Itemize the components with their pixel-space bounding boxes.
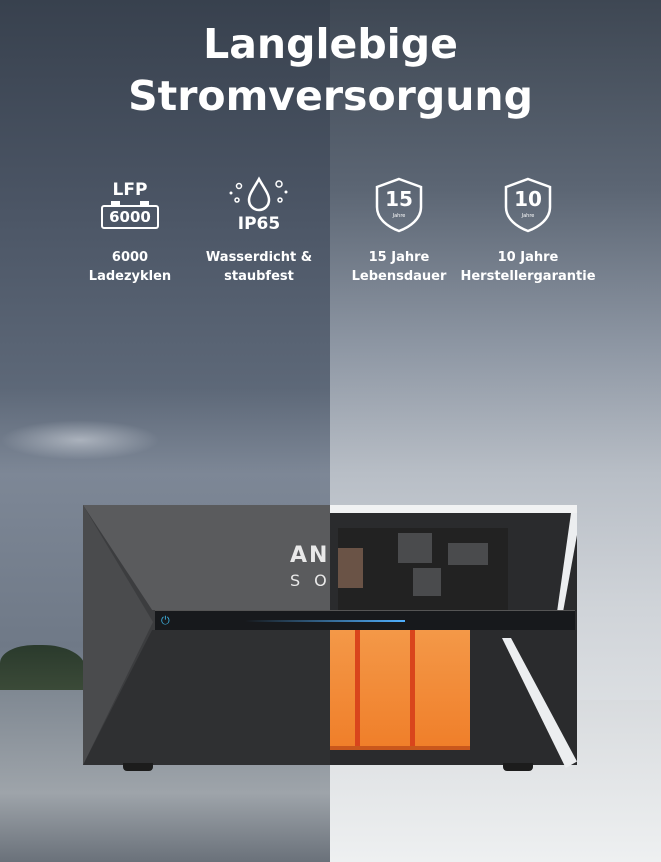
device-exterior: ANK SO	[83, 505, 330, 765]
brand-sublogo: SO	[290, 571, 327, 590]
battery-storage-device: ANK SO ⏻	[83, 505, 577, 771]
feature-line2: Lebensdauer	[351, 269, 447, 284]
shield-number: 10	[514, 187, 542, 211]
battery-icon-label: LFP	[112, 180, 148, 200]
trees	[0, 645, 85, 690]
feature-line1: Wasserdicht &	[205, 250, 313, 265]
feature-ip65: IP65 Wasserdicht & staubfest	[184, 170, 334, 286]
shield-sub: Jahre	[392, 213, 406, 219]
power-icon: ⏻	[161, 614, 170, 627]
status-light-bar: ⏻	[155, 610, 575, 630]
ip-rating: IP65	[237, 214, 281, 234]
battery-icon: LFP 6000	[55, 170, 205, 240]
water-drop-icon: IP65	[184, 170, 334, 240]
shield-icon: 15 Jahre	[374, 177, 424, 233]
feature-line2: staubfest	[224, 269, 294, 284]
headline-line2: Stromversorgung	[128, 72, 533, 120]
feature-line1: 10 Jahre	[497, 250, 559, 265]
lightning-cloud	[0, 420, 160, 460]
headline-line1: Langlebige	[203, 20, 458, 68]
brand-logo: ANK	[290, 543, 330, 568]
feature-line2: Herstellergarantie	[460, 269, 596, 284]
circuit-board	[338, 528, 508, 613]
battery-icon-value: 6000	[101, 201, 159, 229]
shield-sub: Jahre	[521, 213, 535, 219]
lfp-battery-cells	[330, 622, 470, 750]
feature-line1: 15 Jahre	[368, 250, 430, 265]
shield-icon: 10 Jahre	[503, 177, 553, 233]
shield-number: 15	[385, 187, 413, 211]
feature-line1: 6000	[111, 250, 149, 265]
feature-line2: Ladezyklen	[88, 269, 172, 284]
